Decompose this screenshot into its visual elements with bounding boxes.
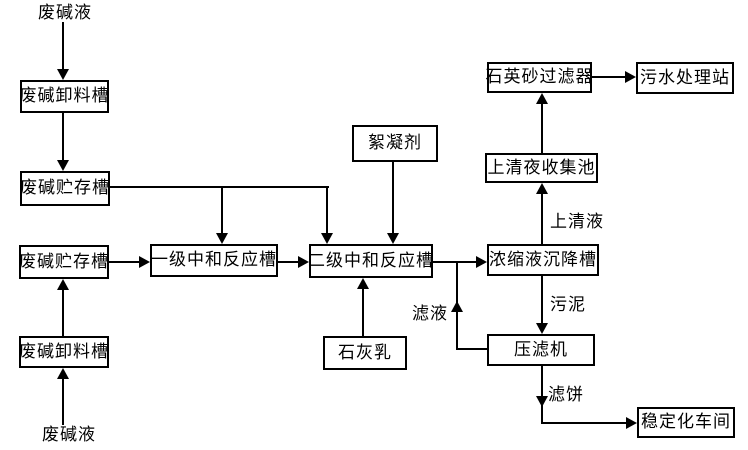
connector-branch-to-neutral1 bbox=[221, 186, 223, 234]
box-stabilization-workshop: 稳定化车间 bbox=[637, 407, 735, 438]
box-lime-milk: 石灰乳 bbox=[323, 336, 407, 370]
arrowhead-up-storemid bbox=[57, 279, 69, 290]
box-waste-alkali-storage-tank-top: 废碱贮存槽 bbox=[20, 171, 110, 206]
arrowhead-down-neutral1-top bbox=[216, 233, 228, 244]
box-waste-alkali-unload-tank-bottom: 废碱卸料槽 bbox=[19, 336, 109, 368]
arrowhead-right-neutral2 bbox=[298, 256, 309, 268]
arrowhead-down-cake bbox=[536, 396, 548, 407]
connector-cake-horizontal bbox=[541, 422, 627, 424]
connector-unloadbottom-to-storemid bbox=[62, 289, 64, 336]
box-supernatant-collection-pool: 上清夜收集池 bbox=[485, 153, 598, 183]
arrowhead-down-unloadtop bbox=[57, 160, 69, 171]
box-sewage-treatment-station: 污水处理站 bbox=[636, 62, 734, 94]
label-sludge: 污泥 bbox=[550, 295, 586, 315]
box-waste-alkali-unload-tank-top: 废碱卸料槽 bbox=[20, 80, 109, 113]
arrowhead-down-feedtop bbox=[57, 69, 69, 80]
box-secondary-neutralization-tank: 二级中和反应槽 bbox=[308, 244, 433, 278]
connector-collect-to-filter bbox=[541, 104, 543, 153]
arrowhead-right-neutral1 bbox=[139, 256, 150, 268]
connector-filtrate-from-press bbox=[456, 348, 487, 350]
box-waste-alkali-storage-tank-mid: 废碱贮存槽 bbox=[19, 245, 109, 279]
arrowhead-up-collect bbox=[536, 183, 548, 194]
connector-neutral1-to-neutral2 bbox=[278, 261, 299, 263]
label-filter-cake: 滤饼 bbox=[548, 385, 584, 405]
box-quartz-sand-filter: 石英砂过滤器 bbox=[486, 62, 593, 93]
arrowhead-right-stabilize bbox=[626, 417, 637, 429]
connector-flocculant-to-neutral2 bbox=[392, 162, 394, 234]
connector-settling-to-press bbox=[541, 276, 543, 324]
connector-lime-to-neutral2 bbox=[362, 289, 364, 336]
box-primary-neutralization-tank: 一级中和反应槽 bbox=[150, 244, 278, 277]
connector-storemid-to-neutral1 bbox=[109, 261, 140, 263]
arrowhead-up-lime bbox=[357, 278, 369, 289]
connector-feedbottom-to-unloadbottom bbox=[62, 379, 64, 425]
label-supernatant: 上清液 bbox=[550, 212, 604, 232]
connector-storetop-branch-horizontal bbox=[110, 186, 329, 188]
arrowhead-down-flocculant bbox=[387, 233, 399, 244]
connector-feedtop-to-unloadtop bbox=[62, 22, 64, 70]
label-filtrate: 滤液 bbox=[412, 304, 448, 324]
connector-settling-to-collect bbox=[541, 193, 543, 244]
box-flocculant: 絮凝剂 bbox=[352, 125, 438, 162]
box-concentrate-settling-tank: 浓缩液沉降槽 bbox=[487, 244, 599, 276]
box-filter-press: 压滤机 bbox=[487, 334, 595, 366]
connector-neutral2-to-settling bbox=[433, 261, 477, 263]
connector-unloadtop-to-storetop bbox=[62, 113, 64, 161]
label-waste-alkali-feed-top: 废碱液 bbox=[38, 3, 92, 23]
connector-press-cake-vertical bbox=[541, 366, 543, 424]
arrowhead-right-sewage bbox=[625, 71, 636, 83]
arrowhead-up-filtrate bbox=[451, 301, 463, 312]
label-waste-alkali-feed-bottom: 废碱液 bbox=[42, 425, 96, 445]
connector-filter-to-sewage bbox=[592, 76, 626, 78]
arrowhead-up-sandfilter bbox=[536, 93, 548, 104]
arrowhead-down-neutral2-top bbox=[321, 233, 333, 244]
arrowhead-right-settling bbox=[476, 256, 487, 268]
connector-branch-to-neutral2 bbox=[326, 186, 328, 234]
arrowhead-up-unloadbottom bbox=[57, 368, 69, 379]
arrowhead-down-press bbox=[536, 323, 548, 334]
